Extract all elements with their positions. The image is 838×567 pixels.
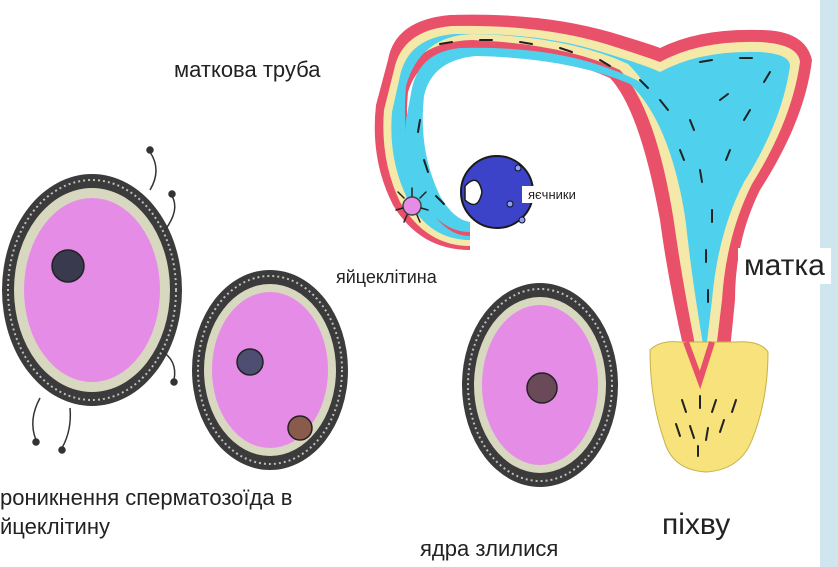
- label-egg: яйцеклітина: [330, 266, 443, 289]
- label-penetration-line1: роникнення сперматозоїда в: [0, 484, 298, 512]
- label-penetration-line2: йцеклітину: [0, 514, 110, 540]
- cervix: [650, 342, 768, 472]
- label-nuclei-fused: ядра злилися: [420, 536, 558, 562]
- fused-nucleus: [527, 373, 557, 403]
- egg-cell-penetration: [2, 147, 182, 453]
- label-uterus: матка: [738, 248, 831, 284]
- label-vagina: піхву: [662, 508, 730, 542]
- egg-nucleus: [237, 349, 263, 375]
- reproductive-tract: [375, 15, 812, 350]
- sperm-nucleus: [288, 416, 312, 440]
- egg-cell-fused: [462, 283, 618, 487]
- label-ovaries: яєчники: [522, 186, 582, 203]
- egg-cell-sperm-inside: [192, 270, 348, 470]
- label-fallopian-tube: маткова труба: [168, 56, 327, 84]
- egg-nucleus: [52, 250, 84, 282]
